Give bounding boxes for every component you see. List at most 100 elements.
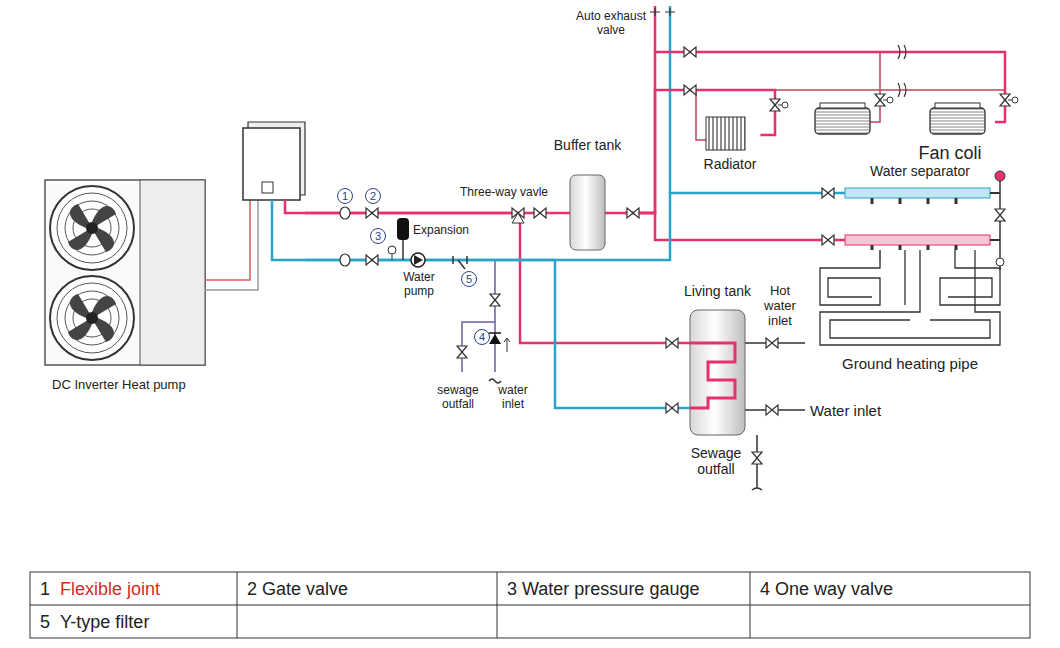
gate-valve xyxy=(766,338,778,348)
gate-valve xyxy=(666,338,678,348)
branch-pipes xyxy=(745,343,805,488)
legend-table xyxy=(30,572,1030,638)
heat-pump-unit xyxy=(50,186,134,270)
branch-pipes xyxy=(775,89,1005,91)
gate-valve xyxy=(666,403,678,413)
callout-number: 1 xyxy=(337,188,353,204)
pressure-gauge xyxy=(388,246,396,260)
pipes xyxy=(272,6,690,408)
gate-valve xyxy=(822,235,834,245)
y-filter xyxy=(453,256,467,269)
pipe-break xyxy=(898,45,906,97)
gate-valve xyxy=(822,188,834,198)
pipe-connector xyxy=(305,260,680,408)
gate-valve xyxy=(490,294,500,306)
pipe-connector xyxy=(879,250,881,262)
manifold xyxy=(845,188,990,198)
callout-number: 2 xyxy=(365,188,381,204)
living-tank-body xyxy=(690,310,745,435)
valve-actuator xyxy=(778,97,1018,108)
water-pump xyxy=(411,253,425,267)
controller-box xyxy=(243,122,305,200)
expansion-tank xyxy=(397,218,409,240)
expansion-tank xyxy=(397,218,409,260)
one-way-valve xyxy=(489,333,510,352)
floor-loops xyxy=(830,250,990,338)
part-label: Expansion xyxy=(413,224,469,238)
manifold xyxy=(845,235,990,245)
pressure-gauge xyxy=(388,246,396,254)
buffer-tank-body xyxy=(570,175,605,250)
table-cell: 2 Gate valve xyxy=(247,579,348,600)
manifold xyxy=(996,258,1004,266)
gate-valve xyxy=(684,47,696,57)
gate-valve xyxy=(534,208,546,218)
flexible-joint xyxy=(340,207,350,219)
one-way-valve xyxy=(489,332,501,334)
node-label: Ground heating pipe xyxy=(815,355,1005,372)
floor-loops xyxy=(940,250,1000,305)
fan-coil-body xyxy=(935,103,980,108)
control-wires xyxy=(205,200,258,290)
heat-pump-unit xyxy=(45,180,205,365)
valve-actuator xyxy=(778,100,1012,105)
pipes xyxy=(680,407,690,410)
table-cell: 3 Water pressure gauge xyxy=(507,579,699,600)
gate-valve xyxy=(366,47,1010,464)
table-cell: 1 xyxy=(40,579,50,600)
y-filter xyxy=(453,256,467,269)
water-separator-node: Water separator xyxy=(845,163,995,250)
manifold xyxy=(995,171,1005,181)
callout-number: 4 xyxy=(474,329,490,345)
heat-pump-unit xyxy=(45,180,205,365)
port-label: water inlet xyxy=(493,384,533,412)
branch-pipes xyxy=(870,52,880,122)
expansion-tank xyxy=(402,240,404,260)
branch-pipes xyxy=(696,90,706,140)
port-label: Water inlet xyxy=(810,402,881,419)
gate-valve xyxy=(766,405,778,415)
manifold xyxy=(872,198,956,250)
water-pump xyxy=(411,253,425,267)
one-way-valve xyxy=(504,338,510,352)
node-label: Water separator xyxy=(845,163,995,179)
gate-valve xyxy=(457,346,467,358)
pipes xyxy=(680,342,690,345)
flexible-joint xyxy=(340,207,350,266)
callout-number: 3 xyxy=(370,228,386,244)
fan-coil-node: Fan coli xyxy=(905,100,995,164)
gate-valve xyxy=(366,208,378,218)
control-wires xyxy=(205,200,258,290)
table-cell: Y-type filter xyxy=(60,612,149,633)
controller-box xyxy=(243,128,300,200)
buffer-tank-body xyxy=(570,175,605,250)
pipes xyxy=(285,200,305,213)
fan-coil-body xyxy=(815,108,870,134)
pipes xyxy=(669,6,672,193)
living-tank-body xyxy=(690,310,745,435)
port-label: Hot water inlet xyxy=(756,284,804,329)
three-way-valve xyxy=(512,213,524,223)
manifold xyxy=(999,176,1001,270)
living-tank-node: Living tank xyxy=(680,283,755,437)
legend-table xyxy=(30,572,1030,638)
flexible-joint xyxy=(340,254,350,266)
table-cell: 5 xyxy=(40,612,50,633)
node-label: DC Inverter Heat pump xyxy=(52,378,305,393)
table-cell: 4 One way valve xyxy=(760,579,893,600)
branch-pipes xyxy=(752,488,762,490)
gate-valve xyxy=(684,85,696,95)
table-cell: Flexible joint xyxy=(60,579,160,600)
floor-loops xyxy=(820,250,1000,345)
manifold xyxy=(845,171,1005,270)
exhaust-valves xyxy=(650,8,675,16)
controller-box xyxy=(262,182,273,193)
living-tank-body xyxy=(690,343,735,408)
pipe-connector xyxy=(305,213,680,343)
pipes xyxy=(272,200,305,260)
branch-pipes xyxy=(462,52,1005,490)
callout-number: 5 xyxy=(461,271,477,287)
gate-valve xyxy=(366,255,378,265)
